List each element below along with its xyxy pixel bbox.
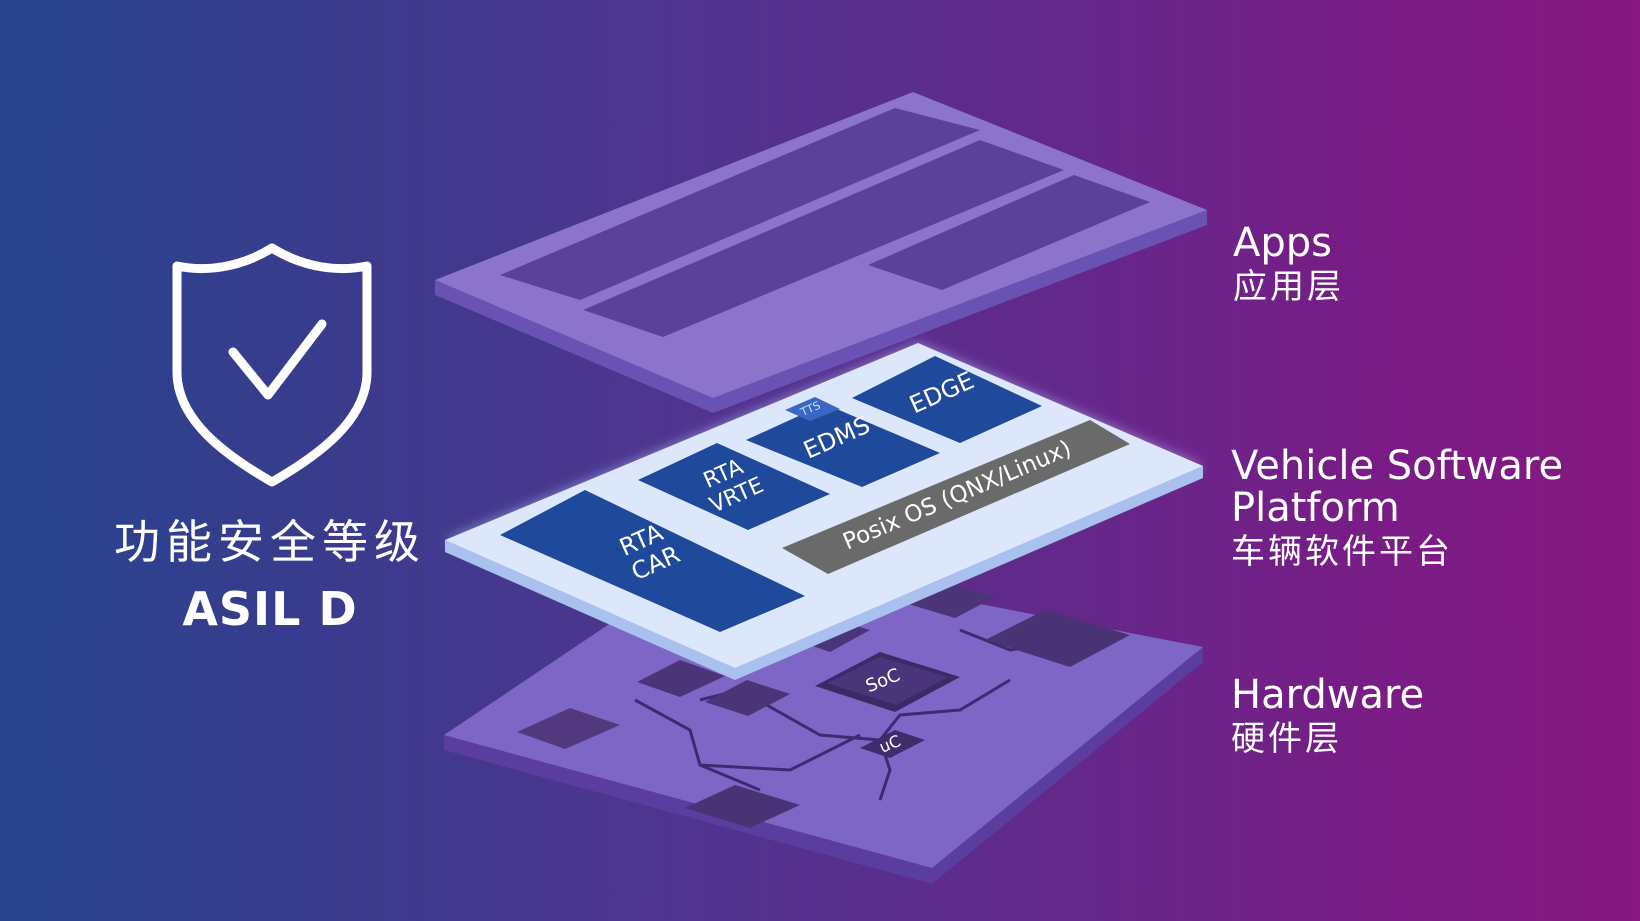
platform-label-en: Vehicle Software Platform: [1231, 443, 1564, 531]
platform-label-cn: 车辆软件平台: [1231, 532, 1453, 572]
chip: [985, 610, 1130, 667]
apps-plate-side: [435, 210, 1207, 413]
apps-layer-label: Apps 应用层: [1233, 222, 1344, 306]
platform-layer-label: Vehicle Software Platform 车辆软件平台: [1231, 445, 1563, 571]
tts-badge: [785, 397, 840, 421]
asil-level: ASIL D: [182, 582, 358, 636]
chip: [517, 708, 620, 749]
soc-chip: [827, 657, 948, 705]
chip: [637, 660, 725, 697]
chip: [705, 680, 790, 716]
app-slot: [583, 140, 1064, 337]
apps-layer: [435, 92, 1207, 413]
platform-plate-side: [445, 466, 1203, 680]
hardware-label-en: Hardware: [1231, 672, 1425, 718]
safety-title: 功能安全等级: [114, 515, 426, 569]
apps-label-en: Apps: [1233, 220, 1332, 266]
edms-block: [746, 404, 940, 487]
rta-vrte-block: [638, 443, 830, 530]
platform-layer: RTA CAR RTA VRTE EDMS TTS EDGE Posix OS …: [445, 343, 1203, 680]
posix-os-block: [782, 420, 1130, 574]
uc-chip: [860, 730, 925, 758]
edge-block: [852, 356, 1042, 443]
rta-car-block: [500, 490, 805, 632]
hardware-label-cn: 硬件层: [1231, 719, 1342, 759]
app-slot: [500, 108, 980, 300]
chip: [685, 785, 800, 828]
safety-level-block: 功能安全等级 ASIL D: [100, 240, 440, 636]
hardware-layer-label: Hardware 硬件层: [1231, 674, 1424, 758]
apps-label-cn: 应用层: [1233, 267, 1344, 307]
app-slot: [868, 175, 1150, 290]
shield-check-icon: [172, 243, 372, 487]
chip: [905, 582, 995, 618]
